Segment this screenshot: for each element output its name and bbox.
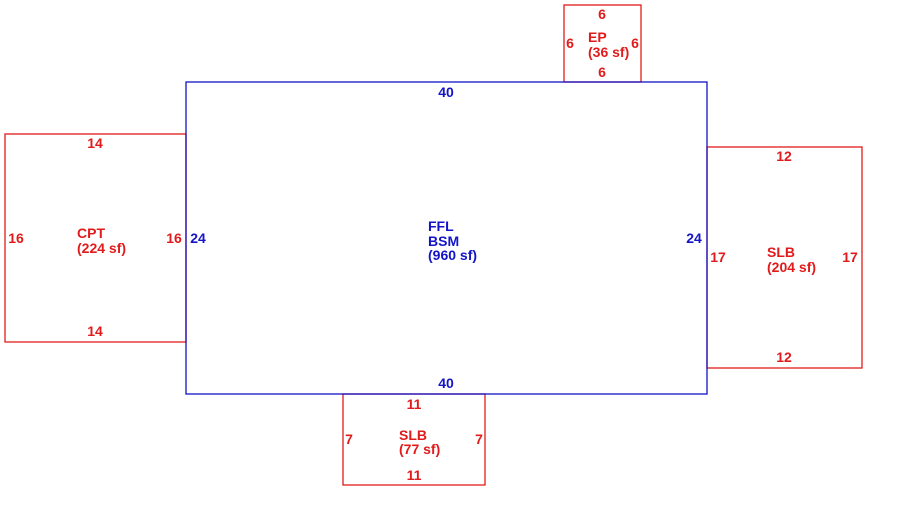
main-top-dimension: 40 bbox=[438, 84, 454, 100]
area-cpt: 14 14 16 16 CPT (224 sf) bbox=[4, 133, 187, 343]
main-right-dimension: 24 bbox=[686, 230, 702, 246]
area-ep: 6 6 6 6 EP (36 sf) bbox=[563, 4, 642, 83]
slb-bottom-top-dimension: 11 bbox=[407, 396, 422, 412]
ep-bottom-dimension: 6 bbox=[598, 64, 606, 80]
slb-right-top-dimension: 12 bbox=[776, 148, 792, 164]
slb-bottom-area: (77 sf) bbox=[399, 441, 440, 457]
main-outline bbox=[185, 81, 708, 395]
cpt-area: (224 sf) bbox=[77, 240, 126, 256]
slb-right-area: (204 sf) bbox=[767, 259, 816, 275]
area-slb-bottom: 11 11 7 7 SLB (77 sf) bbox=[342, 393, 486, 486]
slb-bottom-left-dimension: 7 bbox=[345, 431, 353, 447]
main-left-dimension: 24 bbox=[190, 230, 206, 246]
cpt-right-dimension: 16 bbox=[166, 230, 182, 246]
ep-label: EP bbox=[588, 29, 607, 45]
main-bottom-dimension: 40 bbox=[438, 375, 454, 391]
cpt-top-dimension: 14 bbox=[87, 135, 103, 151]
cpt-bottom-dimension: 14 bbox=[87, 323, 103, 339]
area-main: 40 40 24 24 FFL BSM (960 sf) bbox=[185, 81, 708, 395]
slb-right-bottom-dimension: 12 bbox=[776, 349, 792, 365]
ep-right-dimension: 6 bbox=[631, 35, 639, 51]
ep-top-dimension: 6 bbox=[598, 6, 606, 22]
slb-right-right-dimension: 17 bbox=[842, 249, 858, 265]
slb-bottom-label: SLB bbox=[399, 427, 427, 443]
area-slb-right: 12 12 17 17 SLB (204 sf) bbox=[706, 146, 863, 369]
cpt-label: CPT bbox=[77, 225, 105, 241]
slb-right-label: SLB bbox=[767, 244, 795, 260]
main-label-bsm: BSM bbox=[428, 233, 459, 249]
ep-left-dimension: 6 bbox=[566, 35, 574, 51]
cpt-left-dimension: 16 bbox=[8, 230, 24, 246]
slb-bottom-bottom-dimension: 11 bbox=[407, 467, 422, 483]
slb-right-left-dimension: 17 bbox=[710, 249, 726, 265]
slb-bottom-right-dimension: 7 bbox=[475, 431, 483, 447]
main-label-ffl: FFL bbox=[428, 218, 454, 234]
main-area: (960 sf) bbox=[428, 247, 477, 263]
ep-area: (36 sf) bbox=[588, 44, 629, 60]
